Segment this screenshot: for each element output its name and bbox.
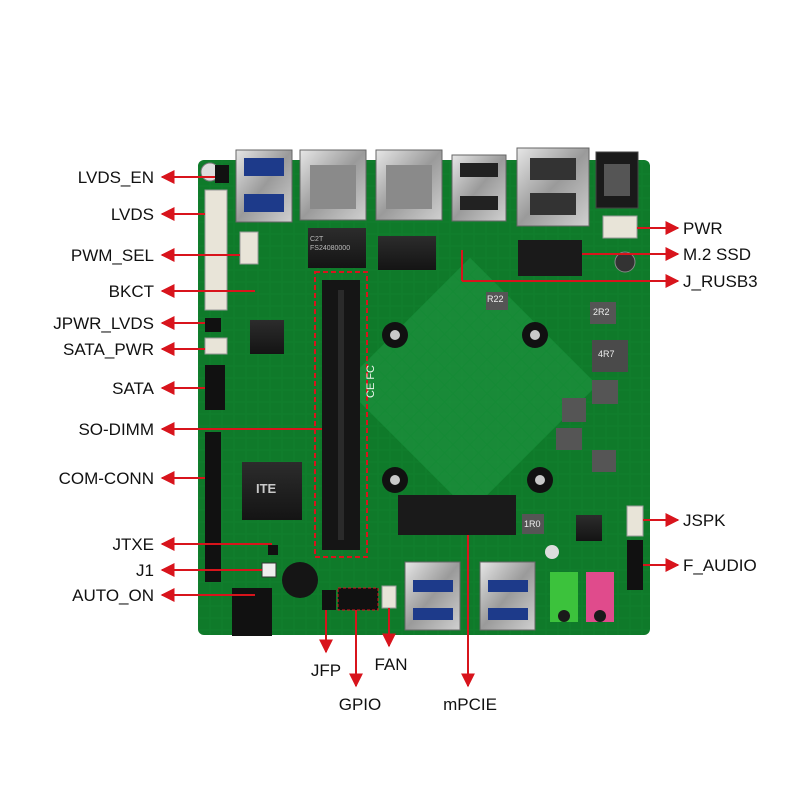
- callout-fan: FAN: [374, 655, 408, 674]
- chip-usb: [378, 236, 436, 270]
- usb3-bottom-2: [479, 561, 536, 631]
- chip-small-2: [576, 515, 602, 541]
- callout-mpcie: mPCIE: [443, 695, 497, 714]
- lan-port-1: [299, 149, 367, 221]
- usb2-top-connector: [451, 154, 507, 222]
- marking-4r7: 4R7: [598, 349, 615, 359]
- sata-connector: [205, 365, 225, 410]
- jpwr-lvds-header: [205, 318, 221, 332]
- sata-pwr-connector: [204, 337, 228, 355]
- marking-2r2: 2R2: [593, 307, 610, 317]
- mounting-holes: [200, 162, 553, 493]
- f-audio-header: [627, 540, 643, 590]
- pwm-sel-header: [239, 231, 259, 265]
- chip-ite: [242, 462, 302, 520]
- marking-r22: R22: [487, 294, 504, 304]
- marking-lan-chip: C2T FS24080000: [310, 236, 351, 252]
- usb3-bottom-1: [404, 561, 461, 631]
- buzzer: [282, 562, 318, 598]
- so-dimm-slot: [314, 271, 368, 558]
- callout-com-conn: COM-CONN: [58, 469, 154, 488]
- callout-sata: SATA: [112, 379, 154, 398]
- chip-small-1: [250, 320, 284, 354]
- callout-pwr: PWR: [683, 219, 723, 238]
- gpio-header: [337, 587, 379, 611]
- callout-lvds-en: LVDS_EN: [77, 168, 154, 187]
- callout-bkct: BKCT: [108, 282, 154, 301]
- callout-j-rusb3: J_RUSB3: [683, 272, 758, 291]
- callout-so-dimm: SO-DIMM: [78, 420, 154, 439]
- jtxe-header: [268, 545, 278, 555]
- lvds-en-header: [215, 165, 229, 183]
- callout-f-audio: F_AUDIO: [683, 556, 757, 575]
- marking-ite: ITE: [256, 481, 277, 496]
- m2-slot: [518, 240, 582, 276]
- usb3-top-connector: [235, 149, 293, 223]
- mpcie-slot: [398, 495, 516, 535]
- callout-jpwr-lvds: JPWR_LVDS: [53, 314, 154, 333]
- callout-gpio: GPIO: [338, 695, 382, 714]
- callout-lvds: LVDS: [110, 205, 154, 224]
- callout-sata-pwr: SATA_PWR: [63, 340, 154, 359]
- dc-jack: [595, 151, 639, 209]
- lan-port-2: [375, 149, 443, 221]
- audio-jack-green: [550, 572, 578, 622]
- callout-j1: J1: [136, 561, 154, 580]
- marking-ce-fc: CE FC: [365, 365, 377, 398]
- audio-jack-pink: [586, 572, 614, 622]
- chip-lan: [308, 228, 366, 268]
- callout-jspk: JSPK: [683, 511, 726, 530]
- jfp-header: [322, 590, 336, 610]
- hdmi-dp-connector: [516, 147, 590, 227]
- callout-m2-ssd: M.2 SSD: [683, 245, 752, 264]
- callout-pwm-sel: PWM_SEL: [70, 246, 154, 265]
- marking-1r0: 1R0: [524, 519, 541, 529]
- lvds-connector: [204, 189, 228, 311]
- callout-jfp: JFP: [310, 661, 342, 680]
- callout-jtxe: JTXE: [112, 535, 154, 554]
- callout-auto-on: AUTO_ON: [72, 586, 154, 605]
